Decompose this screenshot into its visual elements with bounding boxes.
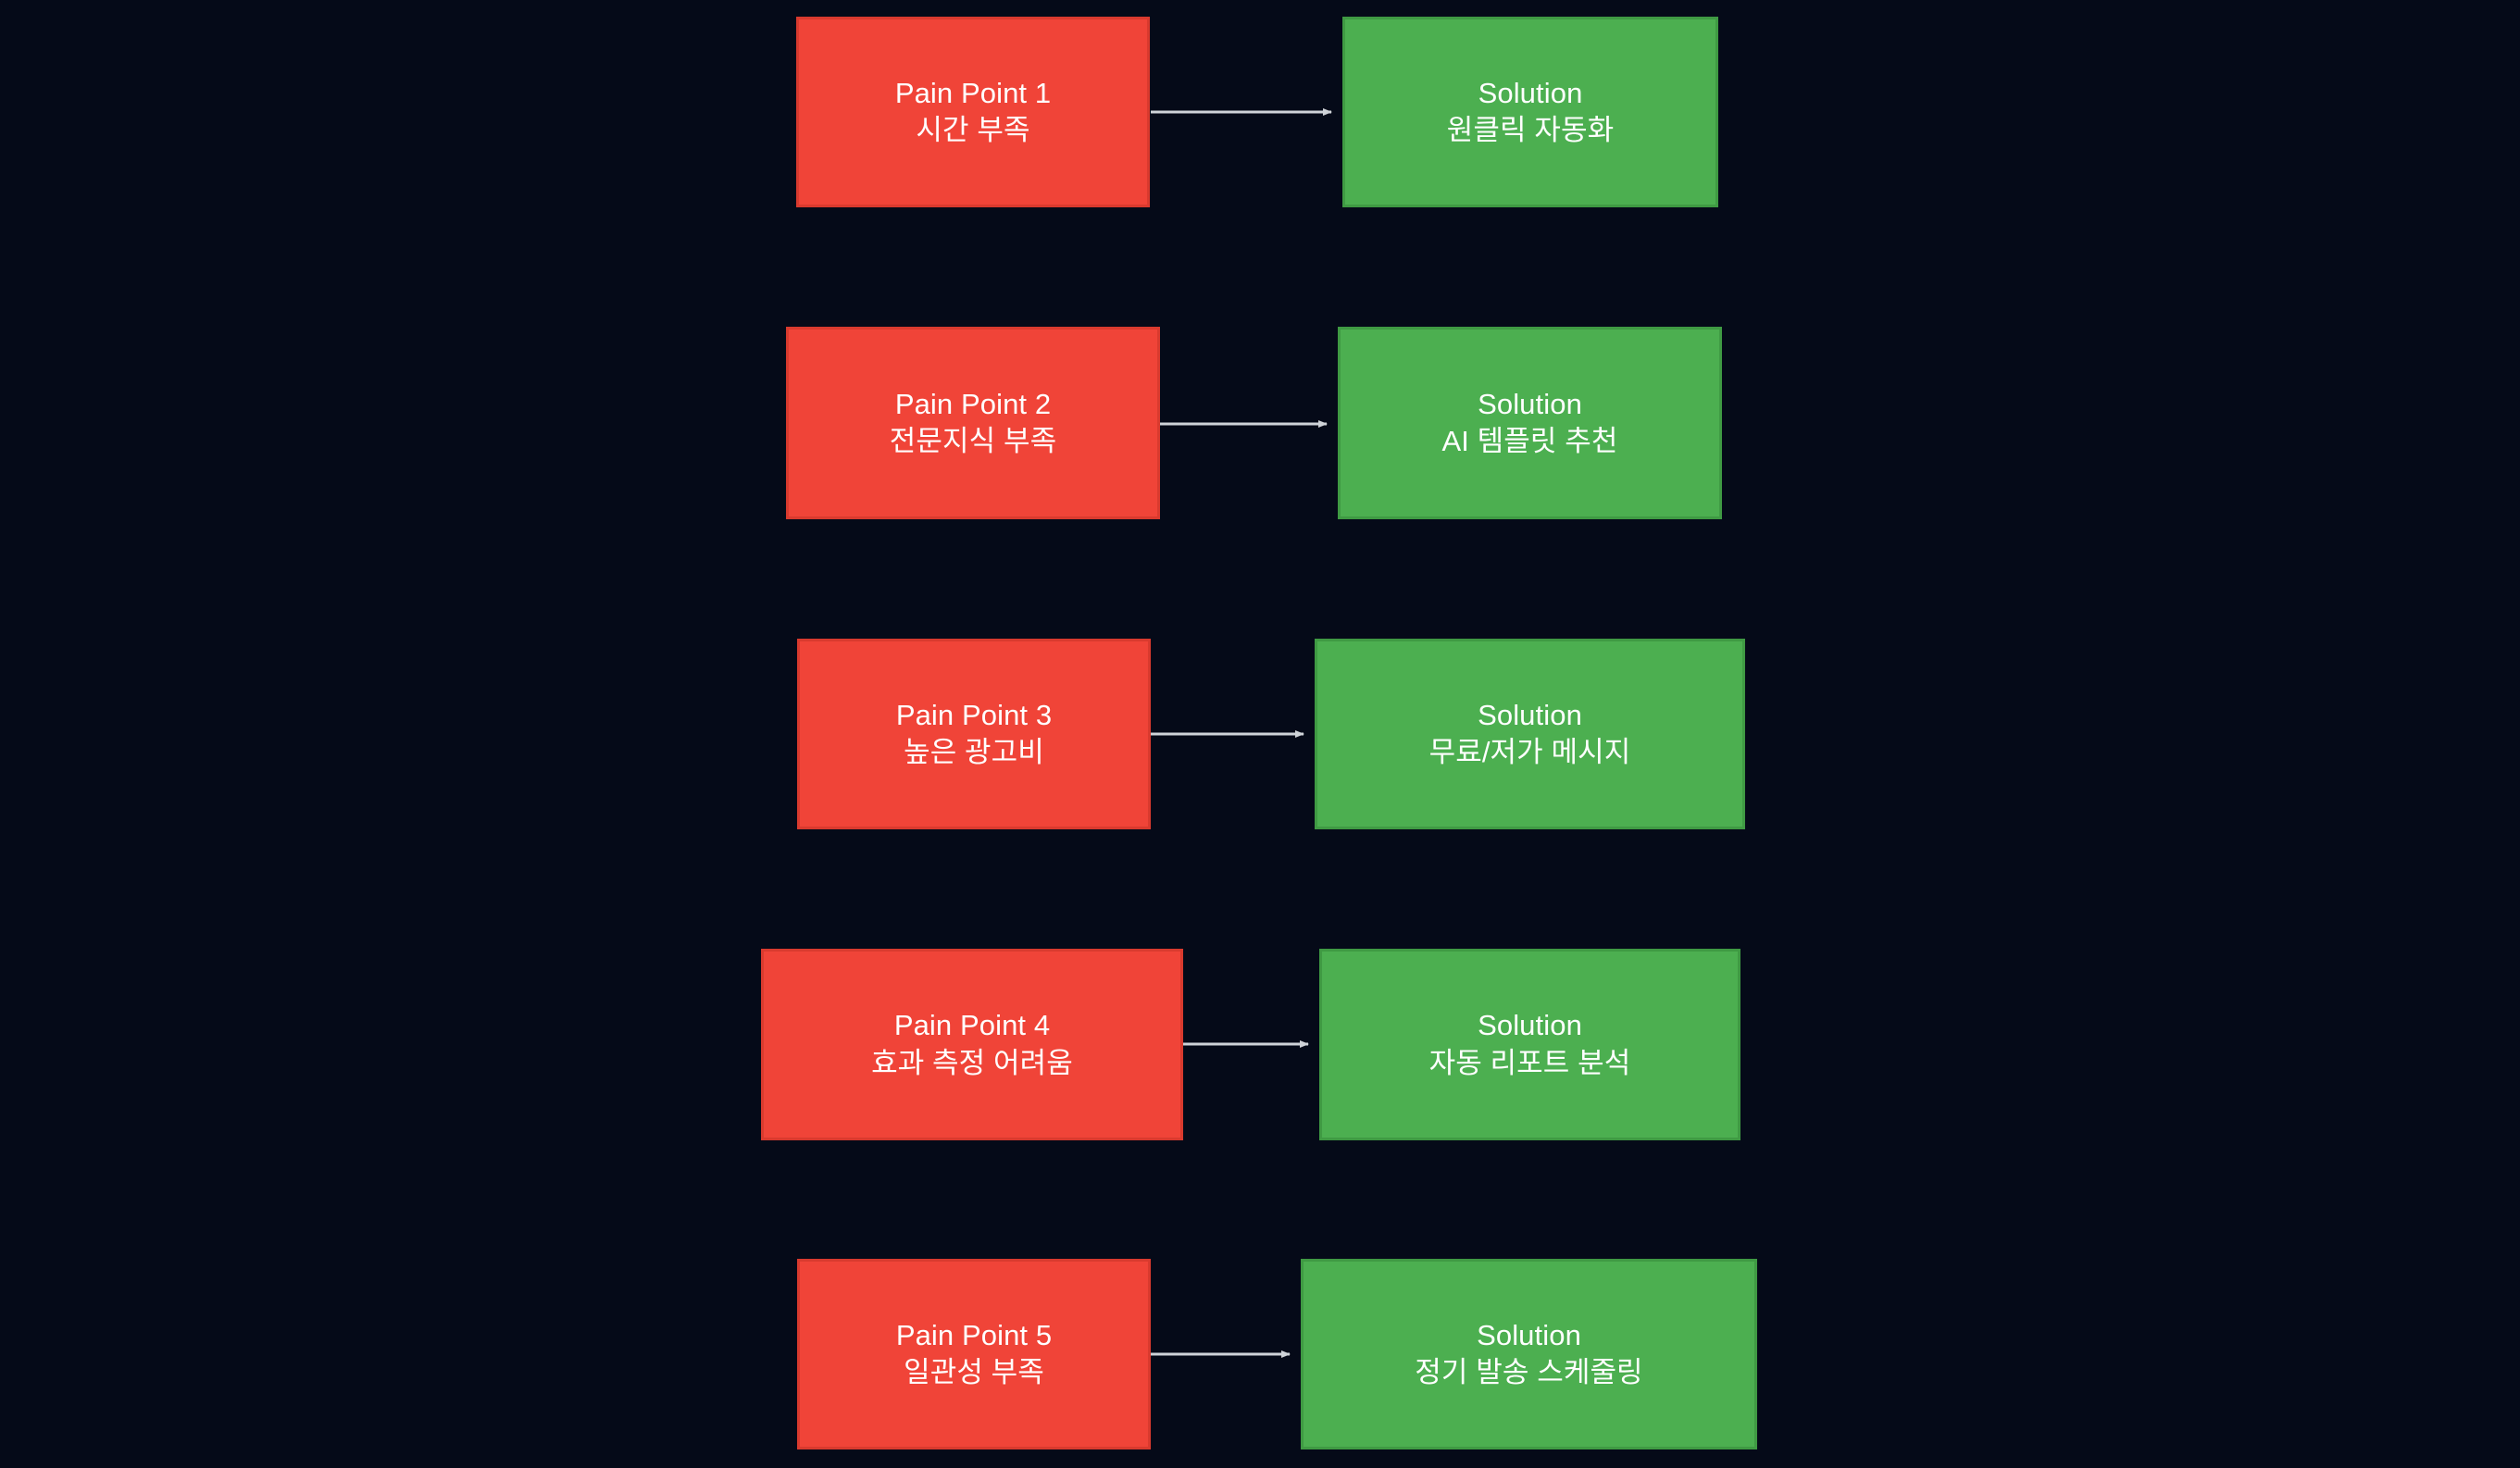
pain-point-detail-5: 일관성 부족 — [904, 1356, 1044, 1388]
pain-point-title-2: Pain Point 2 — [894, 387, 1052, 420]
solution-detail-4: 자동 리포트 분석 — [1428, 1046, 1631, 1079]
pain-point-node-4[interactable]: Pain Point 4 효과 측정 어려움 — [761, 949, 1183, 1140]
solution-node-3[interactable]: Solution 무료/저가 메시지 — [1315, 639, 1745, 829]
pain-point-detail-2: 전문지식 부족 — [889, 425, 1057, 457]
solution-detail-2: AI 템플릿 추천 — [1441, 425, 1618, 457]
solution-node-2[interactable]: Solution AI 템플릿 추천 — [1338, 327, 1722, 519]
solution-detail-5: 정기 발송 스케줄링 — [1415, 1356, 1643, 1388]
pain-point-node-5[interactable]: Pain Point 5 일관성 부족 — [797, 1259, 1151, 1449]
pain-point-detail-1: 시간 부족 — [916, 114, 1030, 146]
pain-point-node-3[interactable]: Pain Point 3 높은 광고비 — [797, 639, 1151, 829]
solution-title-3: Solution — [1478, 698, 1582, 731]
solution-title-5: Solution — [1477, 1318, 1581, 1351]
solution-title-1: Solution — [1478, 76, 1583, 109]
solution-title-2: Solution — [1478, 387, 1582, 420]
pain-point-title-4: Pain Point 4 — [893, 1009, 1051, 1042]
pain-point-detail-3: 높은 광고비 — [904, 736, 1044, 768]
solution-node-4[interactable]: Solution 자동 리포트 분석 — [1319, 949, 1740, 1140]
solution-title-4: Solution — [1478, 1009, 1582, 1042]
pain-point-title-5: Pain Point 5 — [895, 1318, 1053, 1351]
solution-detail-3: 무료/저가 메시지 — [1428, 736, 1631, 768]
solution-node-5[interactable]: Solution 정기 발송 스케줄링 — [1301, 1259, 1757, 1449]
pain-point-node-2[interactable]: Pain Point 2 전문지식 부족 — [786, 327, 1160, 519]
pain-point-title-1: Pain Point 1 — [894, 76, 1052, 109]
solution-detail-1: 원클릭 자동화 — [1446, 114, 1615, 146]
pain-point-detail-4: 효과 측정 어려움 — [871, 1046, 1073, 1079]
pain-point-title-3: Pain Point 3 — [895, 698, 1053, 731]
pain-point-node-1[interactable]: Pain Point 1 시간 부족 — [796, 17, 1150, 207]
solution-node-1[interactable]: Solution 원클릭 자동화 — [1342, 17, 1718, 207]
